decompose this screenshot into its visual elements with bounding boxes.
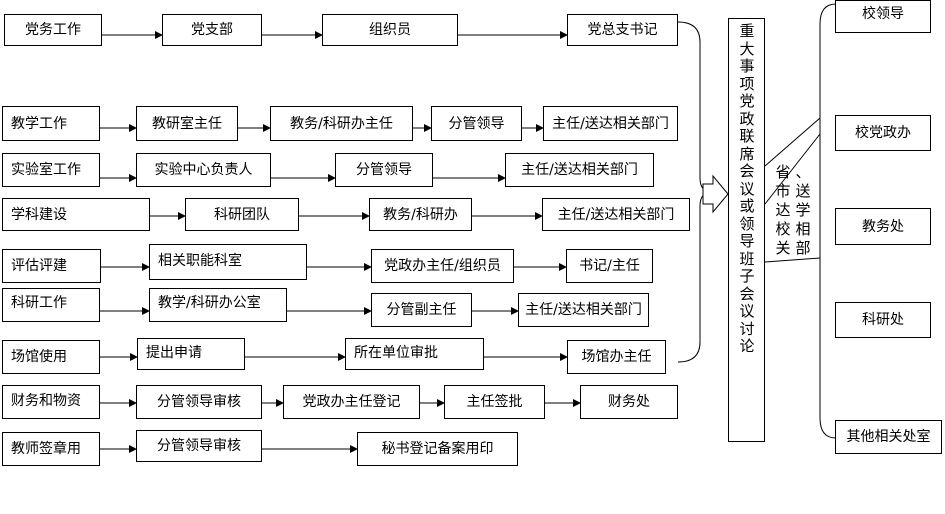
target-school-leaders: 校领导 [835,0,931,33]
flow-party-step-4: 党总支书记 [567,14,678,46]
flow-venue-step-1: 场馆使用 [2,340,100,374]
flow-finance-step-2: 分管领导审核 [136,385,262,419]
flow-seal-step-3: 秘书登记备案用印 [357,432,518,466]
flow-research-step-1: 科研工作 [2,288,100,322]
flow-lab-step-3: 分管领导 [335,153,433,187]
flow-teaching-step-5: 主任/送达相关部门 [543,106,678,141]
fan-line [764,133,821,205]
dispatch-label-col2: 、送学相部 [795,163,811,257]
flow-venue-step-2: 提出申请 [137,338,245,370]
flow-evaluation-step-4: 书记/主任 [566,249,653,283]
flow-finance-step-5: 财务处 [580,385,678,419]
flow-party-step-2: 党支部 [162,14,262,46]
flow-teaching-step-3: 教务/科研办主任 [270,106,413,141]
flow-teaching-step-2: 教研室主任 [136,106,238,141]
flow-lab-step-4: 主任/送达相关部门 [505,153,654,187]
flow-discipline-step-3: 教务/科研办 [369,198,472,231]
flow-evaluation-step-3: 党政办主任/组织员 [371,249,514,283]
target-research-office: 科研处 [835,302,931,338]
flow-evaluation-step-1: 评估评建 [2,249,101,283]
meeting-label: 重大事项党政联席会议或领导班子会议讨论 [739,22,755,355]
flow-finance-step-3: 党政办主任登记 [283,385,420,419]
target-other-offices: 其他相关处室 [835,420,942,454]
flow-evaluation-step-2: 相关职能科室 [149,244,307,280]
flow-seal-step-2: 分管领导审核 [136,430,262,462]
flow-discipline-step-2: 科研团队 [185,198,299,231]
flow-finance-step-4: 主任签批 [444,385,545,419]
flow-venue-step-3: 所在单位审批 [345,338,484,370]
flow-lab-step-1: 实验室工作 [2,153,100,187]
dispatch-label-col1: 省市达校关 [775,163,791,257]
flow-teaching-step-4: 分管领导 [431,106,522,141]
meeting-box: 重大事项党政联席会议或领导班子会议讨论 [728,18,765,442]
flow-discipline-step-1: 学科建设 [2,198,150,231]
flow-finance-step-1: 财务和物资 [2,385,100,419]
flow-teaching-step-1: 教学工作 [2,106,100,141]
flow-lab-step-2: 实验中心负责人 [136,153,271,187]
flow-party-step-3: 组织员 [322,14,458,46]
block-arrow [702,174,729,214]
target-academic-affairs: 教务处 [835,208,931,245]
fan-line [764,117,821,167]
flow-research-step-4: 主任/送达相关部门 [518,293,649,327]
flow-seal-step-1: 教师签章用 [2,432,100,466]
flow-discipline-step-4: 主任/送达相关部门 [542,198,690,231]
fan-line [764,257,821,263]
flow-party-step-1: 党务工作 [4,14,102,46]
flow-venue-step-4: 场馆办主任 [567,340,666,374]
flow-research-step-2: 教学/科研办公室 [149,288,287,322]
target-party-office: 校党政办 [835,115,931,151]
targets-brace [819,3,837,439]
flow-research-step-3: 分管副主任 [371,293,472,327]
